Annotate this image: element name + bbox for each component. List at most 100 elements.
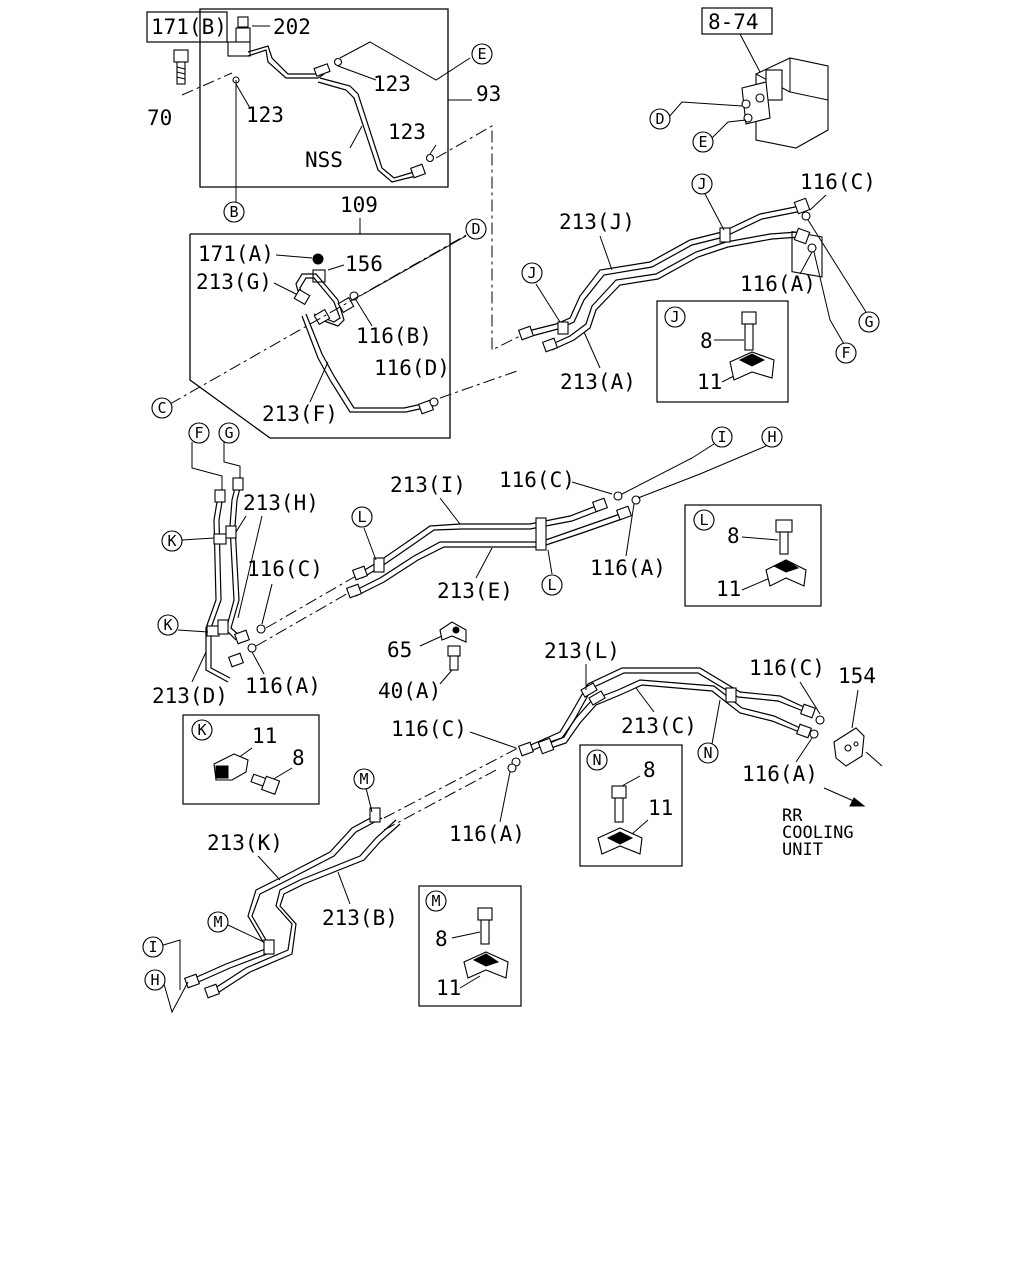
svg-text:G: G [864, 313, 873, 331]
callout-b: B [223, 201, 245, 223]
svg-text:B: B [229, 203, 238, 221]
valve-202-icon [227, 16, 251, 109]
svg-text:K: K [167, 532, 176, 550]
callout-i-2: I [142, 936, 164, 958]
plate-154-icon [833, 727, 865, 767]
svg-text:M: M [431, 892, 440, 910]
assembly-109: 109 171(A) 156 213(G) 116(B) 116(D) 213(… [189, 193, 451, 439]
bolt-8-j-icon [741, 311, 757, 351]
label-213k: 213(K) [207, 831, 283, 855]
callout-k-1: K [161, 530, 183, 552]
label-rr: RR [782, 806, 803, 826]
detail-box-k: K 11 8 [182, 714, 320, 805]
callout-k-2: K [157, 614, 179, 636]
label-11-m: 11 [436, 976, 461, 1000]
label-213e: 213(E) [437, 579, 513, 603]
label-213g: 213(G) [196, 270, 272, 294]
svg-text:M: M [359, 770, 368, 788]
callout-h-1: H [761, 426, 783, 448]
label-213f: 213(F) [262, 402, 338, 426]
label-116c-4: 116(C) [749, 656, 825, 680]
label-11-n: 11 [648, 796, 673, 820]
label-8-n: 8 [643, 758, 656, 782]
label-123-a: 123 [246, 103, 284, 127]
detail-box-n: N 8 11 [579, 744, 683, 867]
callout-e-unit: E [692, 131, 714, 153]
callout-l-2: L [541, 574, 563, 596]
label-116c-2: 116(C) [247, 557, 323, 581]
clip-65-icon [439, 621, 467, 643]
callout-m-2: M [207, 911, 229, 933]
clip-11-j-icon [729, 351, 775, 381]
assembly-93: 171(B) 202 70 123 123 123 93 NSS [146, 8, 501, 188]
callout-m-1: M [353, 768, 375, 790]
callout-f-1: F [835, 342, 857, 364]
label-8-j: 8 [700, 329, 713, 353]
svg-text:L: L [547, 576, 556, 594]
pipes-213i-213e [345, 491, 641, 599]
clip-11-l-icon [765, 559, 807, 587]
svg-text:K: K [163, 616, 172, 634]
callout-j-box: J [664, 306, 686, 328]
callout-h-2: H [144, 969, 166, 991]
bolt-8-k-icon [250, 773, 281, 795]
svg-text:J: J [670, 308, 679, 326]
label-213b: 213(B) [322, 906, 398, 930]
label-8-m: 8 [435, 927, 448, 951]
svg-text:F: F [194, 424, 203, 442]
svg-text:F: F [841, 344, 850, 362]
label-116a-3: 116(A) [590, 556, 666, 580]
bolt-8-n-icon [611, 785, 627, 823]
callout-j-2: J [691, 173, 713, 195]
label-116c-5: 116(C) [391, 717, 467, 741]
label-8-l: 8 [727, 524, 740, 548]
svg-text:J: J [697, 175, 706, 193]
label-109: 109 [340, 193, 378, 217]
clip-11-k-icon [213, 753, 249, 781]
svg-text:H: H [767, 428, 776, 446]
svg-text:J: J [527, 264, 536, 282]
callout-n-box: N [586, 749, 608, 771]
callout-m-box: M [425, 890, 447, 912]
label-213d: 213(D) [152, 684, 228, 708]
svg-text:H: H [150, 971, 159, 989]
svg-text:E: E [477, 45, 486, 63]
label-11-k: 11 [252, 724, 277, 748]
svg-text:D: D [471, 220, 480, 238]
label-65: 65 [387, 638, 412, 662]
label-11-j: 11 [697, 370, 722, 394]
label-123-b: 123 [373, 72, 411, 96]
label-154: 154 [838, 664, 876, 688]
label-40a: 40(A) [378, 679, 441, 703]
label-116a-1: 116(A) [740, 272, 816, 296]
label-213h: 213(H) [243, 491, 319, 515]
label-171a: 171(A) [198, 242, 274, 266]
callout-l-box: L [693, 509, 715, 531]
label-171b: 171(B) [151, 15, 227, 39]
label-156: 156 [345, 252, 383, 276]
svg-text:K: K [197, 721, 206, 739]
label-213l: 213(L) [544, 639, 620, 663]
label-70: 70 [147, 106, 172, 130]
callout-i-1: I [711, 426, 733, 448]
cooling-unit-8-74: 8-74 [701, 7, 829, 278]
label-213j: 213(J) [559, 210, 635, 234]
label-123-c: 123 [388, 120, 426, 144]
label-202: 202 [273, 15, 311, 39]
svg-text:I: I [148, 938, 157, 956]
label-cooling: COOLING [782, 823, 854, 843]
svg-text:N: N [703, 744, 712, 762]
label-11-l: 11 [716, 577, 741, 601]
svg-text:L: L [699, 511, 708, 529]
callout-l-1: L [351, 506, 373, 528]
callout-d-unit: D [649, 108, 671, 130]
callout-e-top: E [471, 43, 493, 65]
svg-text:L: L [357, 508, 366, 526]
clip-11-m-icon [463, 951, 509, 979]
pipes-213k-213b [183, 807, 401, 999]
label-116c-3: 116(C) [499, 468, 575, 492]
pipes-213l-213c [517, 667, 825, 757]
bolt-40a-icon [447, 645, 461, 671]
bolt-8-m-icon [477, 907, 493, 945]
